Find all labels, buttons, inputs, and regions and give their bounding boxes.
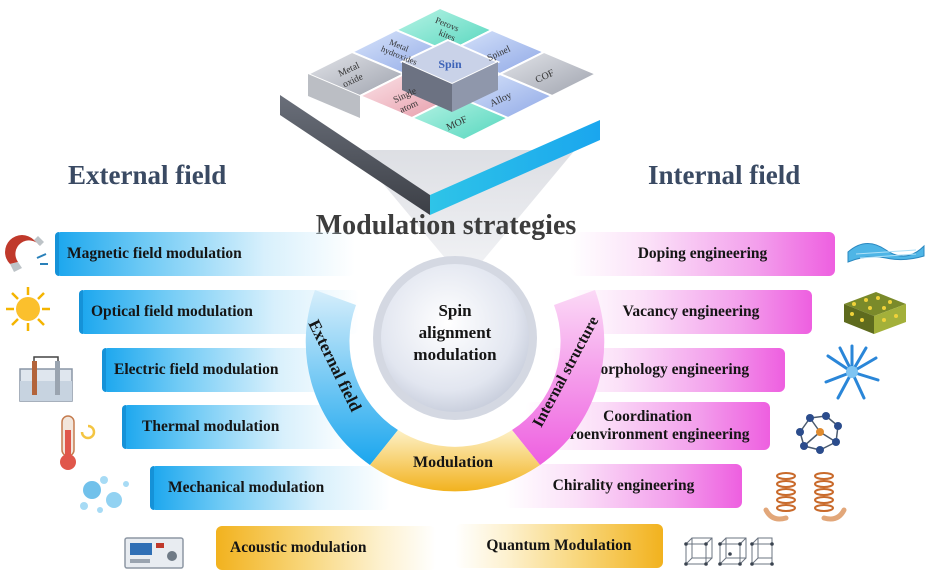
bar-acoustic-label: Acoustic modulation [230,539,367,556]
modulation-strategies-title: Modulation strategies [315,210,577,241]
bar-magnetic-field-label: Magnetic field modulation [67,245,242,262]
cube-spin-label: Spin [438,57,462,71]
bar-vacancy-label: Vacancy engineering [622,303,760,321]
nanoflower-icon [824,344,880,400]
bar-morphology-label: Morphology engineering [585,361,750,379]
bar-doping-label: Doping engineering [637,245,768,263]
material-tiles-cube: Perovs kites Metal hydroxides Spinel Met… [280,6,600,282]
bar-quantum-label: Quantum Modulation [486,537,632,554]
bar-magnetic-field: Magnetic field modulation [55,232,355,276]
molecule-ring-icon [796,412,842,454]
ultrasound-device-icon [124,537,184,569]
ring-segment-external [305,290,398,465]
bar-thermal-label: Thermal modulation [142,418,280,435]
graphene-sheet-icon [847,243,925,263]
chiral-helix-icon [763,472,847,522]
bar-chirality: Chirality engineering [505,464,742,508]
bar-doping: Doping engineering [570,232,835,276]
center-line-1: Spin [438,301,472,320]
center-line-3: modulation [413,345,497,364]
bar-vacancy: Vacancy engineering [570,290,812,334]
bar-mechanical: Mechanical modulation [150,466,390,510]
center-line-2: alignment [419,323,492,342]
external-field-heading: External field [68,160,227,190]
spin-alignment-circle [381,264,529,412]
ring-segment-internal [512,290,605,465]
magnet-icon [5,235,48,272]
bubbles-icon [80,476,129,513]
crystal-block-icon [844,292,906,334]
bar-electric-field-label: Electric field modulation [114,361,279,378]
thermometer-icon [60,415,96,470]
electrolysis-cell-icon [19,356,73,402]
central-modulation-wheel: Spin alignment modulation External field… [305,256,605,492]
internal-field-heading: Internal field [648,160,801,190]
bar-chirality-label: Chirality engineering [552,477,695,495]
bar-acoustic: Acoustic modulation [216,526,436,570]
bar-thermal: Thermal modulation [122,405,352,449]
bar-coordination-label-2: microenvironment engineering [545,426,750,443]
bar-quantum: Quantum Modulation [455,524,663,568]
bar-mechanical-label: Mechanical modulation [168,479,325,496]
ring-segment-modulation [370,430,540,492]
bar-coordination-label-1: Coordination [603,408,692,426]
sun-icon [6,287,50,331]
bar-optical-field-label: Optical field modulation [91,303,253,320]
lattice-cubes-icon [684,537,774,566]
ring-modulation-label: Modulation [413,454,493,471]
